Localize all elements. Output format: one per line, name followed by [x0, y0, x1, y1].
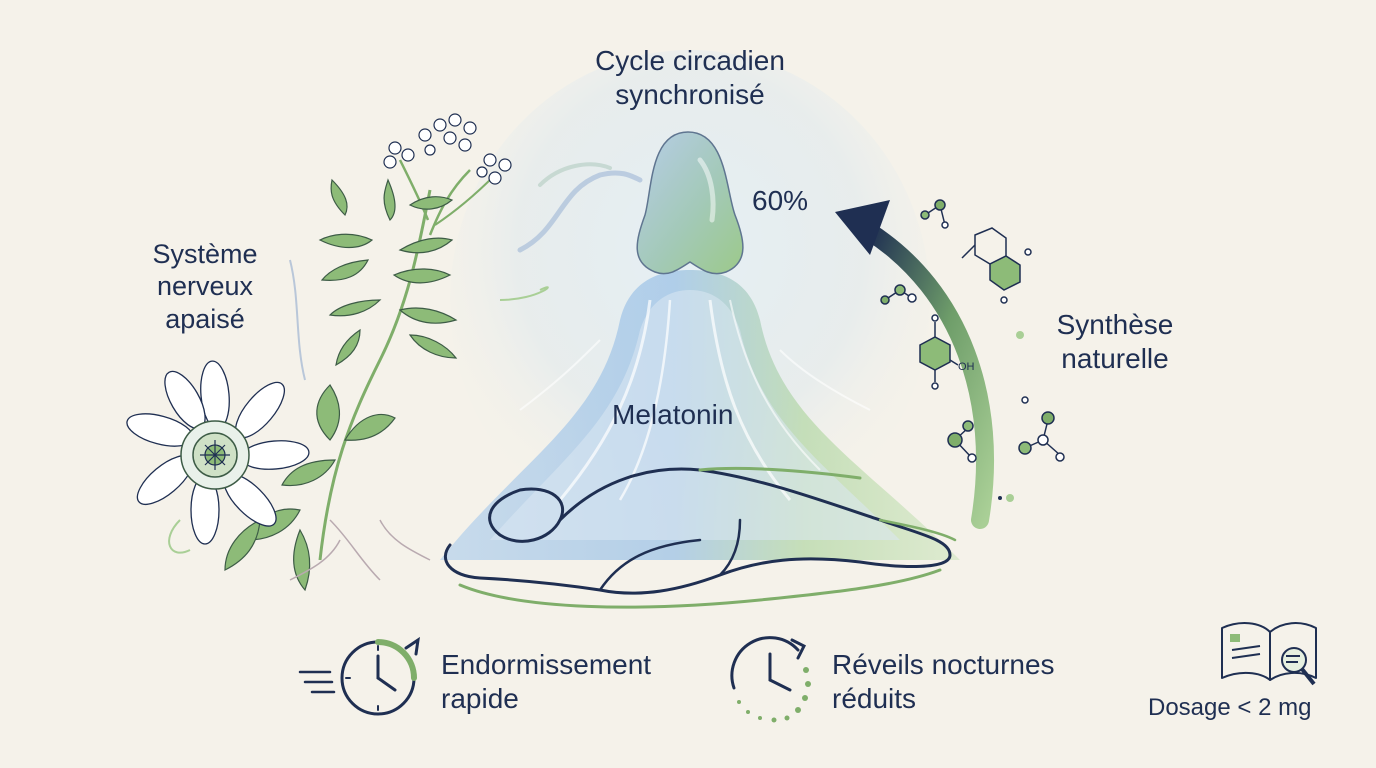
- percentage-label: 60%: [752, 185, 809, 216]
- book-magnifier-icon: [1221, 622, 1317, 686]
- wakeups-line-1: Réveils nocturnes: [832, 649, 1055, 680]
- nervous-line-2: nerveux: [156, 271, 254, 302]
- molecule-icon: OH: [880, 199, 1065, 502]
- pineal-gland-icon: [636, 131, 744, 275]
- passion-flower-icon: [126, 360, 310, 545]
- melatonin-flow: [440, 270, 960, 560]
- sleeping-person-icon: [443, 466, 957, 609]
- sleep-onset-label: Endormissement rapide: [441, 648, 651, 715]
- sleep-onset-line-1: Endormissement: [441, 649, 652, 680]
- melatonin-label: Melatonin: [612, 399, 734, 430]
- circadian-line-2: synchronisé: [615, 78, 765, 110]
- valerian-plant-icon: [168, 113, 549, 592]
- dosage-label: Dosage < 2 mg: [1148, 694, 1312, 721]
- circadian-cycle-label: Cycle circadien synchronisé: [530, 44, 850, 111]
- swirl-line: [517, 170, 643, 253]
- nervous-line-3: apaisé: [165, 303, 245, 334]
- circadian-line-1: Cycle circadien: [595, 45, 785, 76]
- synthesis-line-1: Synthèse: [1056, 309, 1174, 340]
- nervous-system-label: Système nerveux apaisé: [110, 238, 300, 335]
- molecule-oh-label: OH: [958, 361, 975, 373]
- stopwatch-fast-icon: [298, 636, 420, 716]
- nervous-line-1: Système: [152, 239, 258, 269]
- night-wakeups-label: Réveils nocturnes réduits: [832, 648, 1055, 715]
- synthesis-line-2: naturelle: [1061, 342, 1169, 374]
- sleep-onset-line-2: rapide: [441, 682, 519, 714]
- clock-dotted-icon: [730, 636, 811, 723]
- wakeups-line-2: réduits: [832, 682, 917, 714]
- natural-synthesis-label: Synthèse naturelle: [1030, 308, 1200, 375]
- synthesis-arrow-icon: [835, 200, 995, 529]
